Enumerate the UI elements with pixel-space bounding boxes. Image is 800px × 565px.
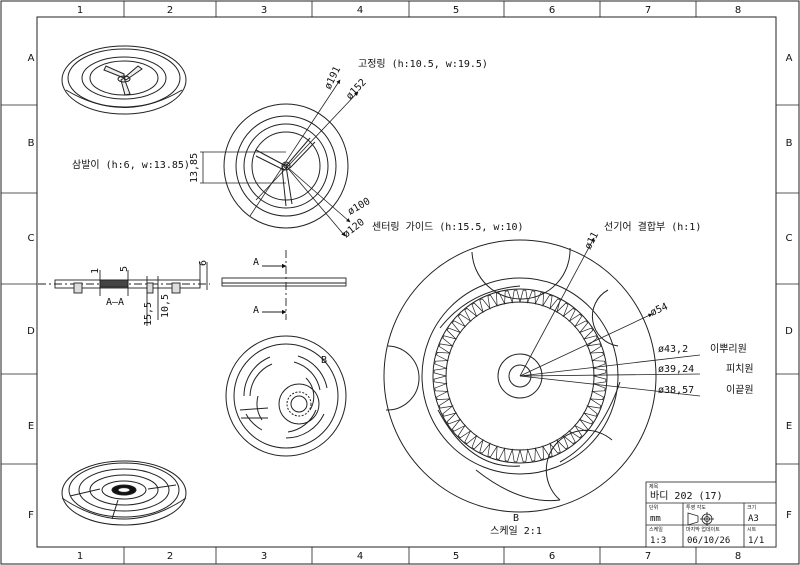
grid-col-5-bottom: 5 xyxy=(453,551,459,562)
dim-15-5: 15,5 xyxy=(143,302,154,326)
grid-col-6-bottom: 6 xyxy=(549,551,555,562)
grid-col-4: 4 xyxy=(357,5,363,16)
cut-a-bottom-label: A xyxy=(253,305,259,316)
grid-col-4-bottom: 4 xyxy=(357,551,363,562)
sheet-value: 1/1 xyxy=(748,536,764,546)
section-label: A–A xyxy=(106,297,124,308)
dim-13-85: 13,85 xyxy=(189,153,200,183)
gear-teeth xyxy=(433,289,607,463)
dim-d152: ø152 xyxy=(344,77,369,102)
grid-rows xyxy=(1,104,799,465)
grid-column-labels-top: 1 2 3 4 5 6 7 8 xyxy=(77,5,741,16)
date-value: 06/10/26 xyxy=(687,536,730,546)
grid-row-d: D xyxy=(27,326,35,337)
detail-b-label: B xyxy=(513,513,519,524)
grid-row-a: A xyxy=(28,53,35,64)
grid-col-3: 3 xyxy=(261,5,267,16)
dim-d54: ø54 xyxy=(649,301,670,318)
dim-6: 6 xyxy=(198,260,209,266)
grid-col-7: 7 xyxy=(645,5,651,16)
gear-joint-label: 선기어 결합부 (h:1) xyxy=(604,221,701,233)
grid-row-e-right: E xyxy=(786,421,792,432)
grid-row-b: B xyxy=(28,138,35,149)
title-block xyxy=(645,481,777,548)
isometric-view-bottom xyxy=(61,460,187,526)
grid-row-f: F xyxy=(28,510,34,521)
grid-row-labels: A B C D E F A B C D E F xyxy=(27,53,793,521)
grid-columns xyxy=(123,1,697,564)
dedendum-label: 이뿌리원 xyxy=(710,343,747,355)
projection-symbol-icon xyxy=(687,512,714,526)
grid-row-e: E xyxy=(28,421,34,432)
size-label: 크기 xyxy=(747,504,756,511)
dim-d39-24: ø39,24 xyxy=(658,364,694,375)
detail-scale-label: 스케일 2:1 xyxy=(490,525,542,537)
unit-label: 단위 xyxy=(649,504,658,511)
dim-d11: ø11 xyxy=(583,230,601,251)
inner-frame xyxy=(36,16,777,548)
grid-col-6: 6 xyxy=(549,5,555,16)
grid-col-7-bottom: 7 xyxy=(645,551,651,562)
detail-b-marker: B xyxy=(321,355,327,366)
center-guide-label: 센터링 가이드 (h:15.5, w:10) xyxy=(372,221,524,233)
grid-col-2: 2 xyxy=(167,5,173,16)
top-view-dimensions xyxy=(200,79,359,237)
hairspring-label: 삼발이 (h:6, w:13.85) xyxy=(72,159,190,171)
grid-col-3-bottom: 3 xyxy=(261,551,267,562)
dim-d43-2: ø43,2 xyxy=(658,344,688,355)
grid-row-c-right: C xyxy=(786,233,793,244)
dim-d191: ø191 xyxy=(323,65,343,91)
grid-row-f-right: F xyxy=(786,510,792,521)
dim-d120: ø120 xyxy=(341,217,367,241)
grid-col-1-bottom: 1 xyxy=(77,551,83,562)
addendum-label: 이끝원 xyxy=(726,384,754,396)
dim-d100: ø100 xyxy=(346,196,372,218)
top-view-ring xyxy=(223,103,349,229)
fixed-ring-label: 고정링 (h:10.5, w:19.5) xyxy=(358,58,488,70)
grid-col-1: 1 xyxy=(77,5,83,16)
dim-10-5: 10,5 xyxy=(160,294,171,318)
title-value: 바디 202 (17) xyxy=(650,490,723,502)
detail-b-dimensions xyxy=(519,237,701,397)
grid-col-8: 8 xyxy=(735,5,741,16)
section-a-a xyxy=(38,262,210,326)
projection-label: 투영 각도 xyxy=(686,504,706,511)
bottom-view xyxy=(225,335,347,457)
dim-1: 1 xyxy=(90,268,101,274)
title-label: 제목 xyxy=(649,483,659,490)
grid-col-5: 5 xyxy=(453,5,459,16)
side-view xyxy=(221,250,347,320)
dim-5: 5 xyxy=(119,266,130,272)
scale-label: 스케일 xyxy=(649,526,663,533)
sheet-label: 시트 xyxy=(747,527,757,533)
grid-row-c: C xyxy=(28,233,35,244)
grid-col-8-bottom: 8 xyxy=(735,551,741,562)
grid-row-a-right: A xyxy=(786,53,793,64)
grid-row-b-right: B xyxy=(786,138,793,149)
dim-d38-57: ø38,57 xyxy=(658,385,694,396)
gear-tooth-profile xyxy=(433,289,607,463)
grid-column-labels-bottom: 1 2 3 4 5 6 7 8 xyxy=(77,551,741,562)
cut-a-top-label: A xyxy=(253,257,259,268)
size-value: A3 xyxy=(748,514,759,524)
unit-value: mm xyxy=(650,514,661,524)
isometric-view-top xyxy=(61,45,187,115)
grid-row-d-right: D xyxy=(785,326,793,337)
scale-value: 1:3 xyxy=(650,536,666,546)
pitch-label: 피치원 xyxy=(726,363,754,375)
date-label: 마지막 업데이트 xyxy=(686,526,720,533)
grid-col-2-bottom: 2 xyxy=(167,551,173,562)
